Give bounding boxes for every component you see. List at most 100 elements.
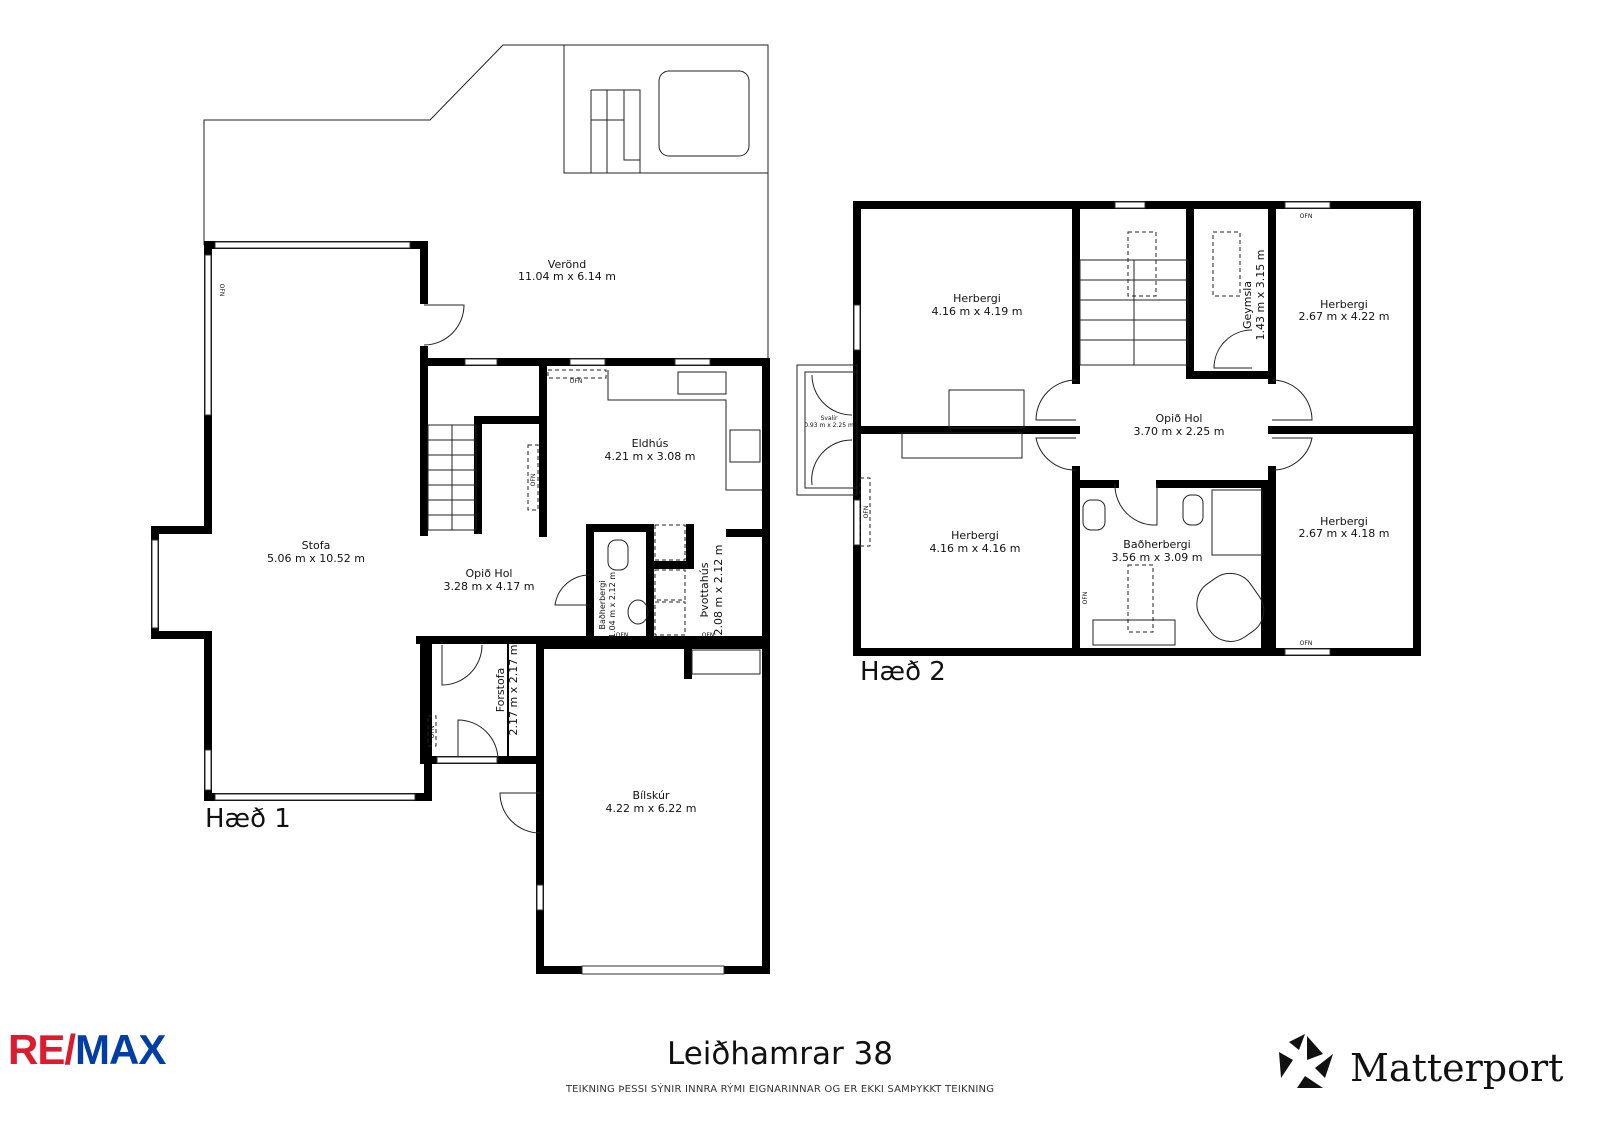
room-size: 4.22 m x 6.22 m (606, 802, 697, 815)
room-name: Herbergi (953, 292, 1001, 305)
door (1271, 437, 1313, 471)
room-name: Þvottahús (698, 562, 711, 617)
appliance (654, 524, 686, 561)
heater (427, 715, 437, 747)
door (811, 439, 853, 486)
room-name: Herbergi (1320, 515, 1368, 528)
property-address: Leiðhamrar 38 (666, 1036, 893, 1072)
appliance (654, 569, 686, 601)
door (423, 304, 465, 346)
wall (646, 524, 694, 569)
heater (859, 477, 871, 547)
floor-2-plan (796, 201, 1421, 656)
shower (1211, 489, 1263, 556)
heater-label: OFN (1300, 213, 1313, 220)
window (569, 358, 606, 366)
room-name: Opið Hol (1156, 412, 1203, 425)
window (151, 539, 159, 629)
stairs (1079, 231, 1189, 366)
heater-label: OFN (1300, 640, 1313, 647)
window (1284, 201, 1331, 209)
door (811, 374, 853, 416)
room-name: Baðherbergi (1123, 538, 1190, 551)
heater-label: OFN (429, 726, 436, 739)
room-size: 4.21 m x 3.08 m (605, 450, 696, 463)
floor-1-label: Hæð 1 (205, 804, 291, 834)
balcony (796, 364, 858, 496)
living-room-walls (151, 241, 432, 801)
balcony-inner (804, 371, 858, 489)
window (853, 304, 861, 351)
door (1213, 329, 1253, 369)
window (214, 241, 411, 249)
remax-logo: RE/MAX (8, 1026, 166, 1073)
room-name: Herbergi (951, 529, 999, 542)
door (499, 792, 541, 834)
room-size: 1.04 m x 2.12 m (608, 572, 617, 638)
toilet (627, 599, 649, 625)
heater-label: OFN (863, 506, 870, 519)
window (464, 358, 498, 366)
room-name: Stofa (302, 539, 331, 552)
hot-tub-deck (563, 44, 769, 174)
bathroom-walls (586, 524, 654, 644)
heater-label: OFN (530, 474, 537, 487)
front-door-threshold (436, 756, 498, 764)
outdoor-stairs (590, 89, 641, 173)
matterport-logo: Matterport (1350, 1046, 1564, 1090)
shelf (1212, 231, 1241, 297)
counter (1092, 619, 1176, 646)
room-name: Verönd (548, 258, 586, 271)
window (674, 358, 711, 366)
heater-label: OFN (1082, 592, 1089, 605)
kitchen-counter (607, 370, 762, 491)
garage-sink (691, 649, 761, 675)
room-name: Bílskúr (633, 789, 670, 802)
room-size: 2.17 m x 2.17 m (507, 645, 520, 736)
room-name: Eldhús (632, 437, 669, 450)
veranda-outline (203, 44, 769, 362)
window (853, 499, 861, 546)
room-size: 2.67 m x 4.22 m (1299, 310, 1390, 323)
heater-label: OFN (702, 632, 715, 639)
bathtub (1196, 572, 1265, 642)
room-size: 2.67 m x 4.18 m (1299, 527, 1390, 540)
cabinet (1127, 564, 1154, 633)
room-size: 3.56 m x 3.09 m (1112, 551, 1203, 564)
room-size: 4.16 m x 4.16 m (930, 542, 1021, 555)
room-size: 0.93 m x 2.25 m (804, 422, 854, 429)
room-size: 2.08 m x 2.12 m (712, 545, 725, 636)
room-name: Opið Hol (466, 567, 513, 580)
door (554, 574, 591, 606)
heater (527, 444, 539, 511)
room-name: Svalir (821, 415, 838, 422)
door (1035, 379, 1077, 421)
window (1114, 201, 1146, 209)
window (204, 749, 212, 791)
window (1284, 648, 1331, 656)
disclaimer: TEIKNING ÞESSI SÝNIR INNRA RÝMI EIGNARIN… (565, 1084, 995, 1095)
room-size: 1.43 m x 3.15 m (1254, 250, 1267, 341)
room-size: 3.28 m x 4.17 m (444, 580, 535, 593)
door (1035, 437, 1077, 471)
bed (948, 389, 1025, 429)
desk (901, 432, 1023, 459)
room-size: 5.06 m x 10.52 m (267, 552, 365, 565)
room-size: 3.70 m x 2.25 m (1134, 425, 1225, 438)
door (1114, 483, 1158, 526)
floor-1-plan (151, 44, 770, 975)
indoor-stairs (427, 424, 477, 531)
door (1271, 379, 1313, 421)
floor-2-label: Hæð 2 (860, 657, 946, 687)
door (441, 644, 483, 686)
heater-label: OFN (218, 284, 225, 297)
window (214, 793, 416, 801)
heater-label: OFN (570, 378, 583, 385)
heater (547, 369, 607, 379)
toilet (1182, 494, 1204, 526)
room-name: Forstofa (494, 668, 507, 713)
heater-label: OFN (616, 632, 629, 639)
matterport-logo-icon (1279, 1034, 1333, 1088)
sink (1082, 499, 1106, 531)
